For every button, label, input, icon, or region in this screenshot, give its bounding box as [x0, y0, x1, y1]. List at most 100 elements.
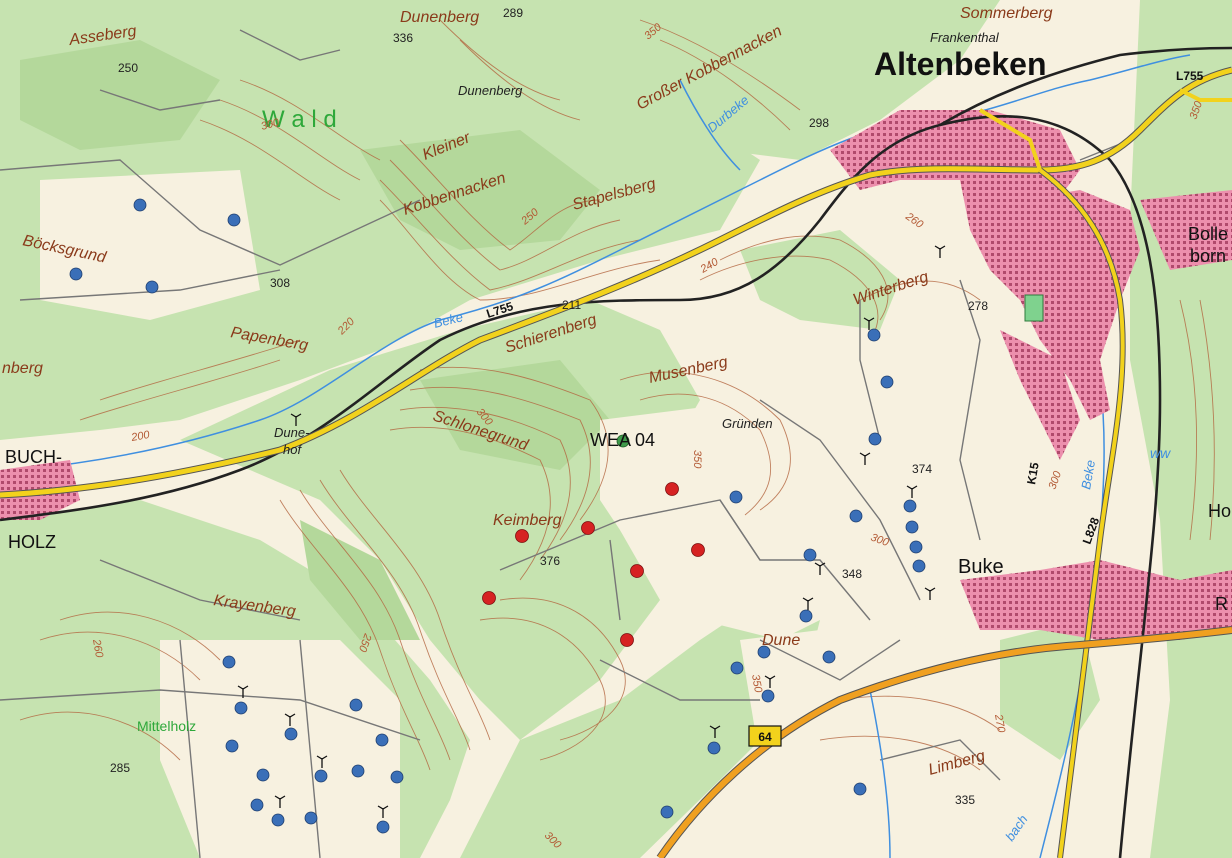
elevation-211: 211: [562, 298, 581, 312]
turbine-existing[interactable]: [707, 741, 721, 755]
turbine-existing[interactable]: [133, 198, 147, 212]
turbines-planned: [482, 482, 705, 647]
road-shield-b64: 64: [748, 725, 782, 747]
contour-label-260-b: 260: [90, 637, 105, 659]
turbine-existing[interactable]: [849, 509, 863, 523]
label-dune-hof-1: Dune-: [274, 425, 310, 440]
turbine-planned[interactable]: [665, 482, 679, 496]
turbine-existing[interactable]: [761, 689, 775, 703]
turbine-existing[interactable]: [284, 727, 298, 741]
turbine-existing[interactable]: [69, 267, 83, 281]
turbine-existing[interactable]: [757, 645, 771, 659]
turbine-existing[interactable]: [799, 609, 813, 623]
turbine-existing[interactable]: [730, 661, 744, 675]
turbine-existing[interactable]: [376, 820, 390, 834]
motorway: [656, 626, 1232, 858]
open-fields: [40, 170, 1000, 858]
turbine-existing[interactable]: [822, 650, 836, 664]
elevation-308: 308: [270, 276, 290, 290]
turbine-existing[interactable]: [271, 813, 285, 827]
contour-label-200: 200: [129, 429, 151, 444]
turbine-existing[interactable]: [880, 375, 894, 389]
contour-label-350-c: 350: [749, 673, 764, 694]
field-paths: [0, 29, 1131, 858]
elevation-250: 250: [118, 61, 138, 75]
turbine-planned[interactable]: [620, 633, 634, 647]
turbine-existing[interactable]: [867, 328, 881, 342]
main-roads: [0, 66, 1232, 858]
contour-label-270: 270: [992, 712, 1007, 734]
turbine-planned[interactable]: [630, 564, 644, 578]
turbine-existing[interactable]: [314, 769, 328, 783]
turbine-symbols: [237, 245, 946, 818]
turbine-planned[interactable]: [581, 521, 595, 535]
road-label-k15: K15: [1024, 461, 1042, 485]
label-bolle: Bolle: [1188, 224, 1228, 244]
turbine-planned[interactable]: [691, 543, 705, 557]
turbine-existing[interactable]: [868, 432, 882, 446]
turbine-existing[interactable]: [222, 655, 236, 669]
town-label-altenbeken: Altenbeken: [874, 46, 1046, 82]
label-born: born: [1190, 246, 1226, 266]
turbine-existing[interactable]: [256, 768, 270, 782]
label-dunenberg-top: Dunenberg: [400, 9, 479, 26]
label-wea-04: WEA 04: [590, 430, 655, 450]
turbine-existing[interactable]: [909, 540, 923, 554]
turbine-existing[interactable]: [905, 520, 919, 534]
label-ho-edge: Ho: [1208, 501, 1231, 521]
turbine-existing[interactable]: [912, 559, 926, 573]
turbine-existing[interactable]: [803, 548, 817, 562]
elevation-335: 335: [955, 793, 975, 807]
turbine-existing[interactable]: [390, 770, 404, 784]
elevation-298: 298: [809, 116, 829, 130]
label-frankenthal: Frankenthal: [930, 30, 1000, 45]
label-wald: W a l d: [262, 106, 337, 133]
elevation-285: 285: [110, 761, 130, 775]
label-dune-hof-2: hof: [283, 442, 302, 457]
contour-lines: [19, 19, 1215, 771]
label-buke: Buke: [958, 556, 1004, 578]
turbines-existing: [69, 198, 926, 834]
turbine-planned[interactable]: [482, 591, 496, 605]
turbine-existing[interactable]: [729, 490, 743, 504]
turbine-existing[interactable]: [349, 698, 363, 712]
road-label-l755-east: L755: [1176, 69, 1204, 83]
turbine-planned[interactable]: [515, 529, 529, 543]
label-holz: HOLZ: [8, 532, 56, 552]
label-sommerberg: Sommerberg: [960, 5, 1053, 22]
label-beke-river-east: Beke: [1078, 459, 1098, 491]
forest-dark-areas: [20, 40, 610, 640]
label-buch: BUCH-: [5, 447, 62, 467]
elevation-376: 376: [540, 554, 560, 568]
label-mittelholz: Mittelholz: [137, 718, 196, 734]
turbine-existing[interactable]: [145, 280, 159, 294]
elevation-336: 336: [393, 31, 413, 45]
elevation-348: 348: [842, 567, 862, 581]
turbine-existing[interactable]: [351, 764, 365, 778]
label-gruenden: Gründen: [722, 416, 773, 431]
elevation-278: 278: [968, 299, 988, 313]
settlements: [0, 110, 1232, 640]
turbine-existing[interactable]: [903, 499, 917, 513]
sports-field: [1024, 294, 1044, 322]
road-number-b64: 64: [758, 730, 772, 744]
turbine-existing[interactable]: [250, 798, 264, 812]
label-berg-edge: nberg: [2, 360, 43, 377]
turbine-existing[interactable]: [660, 805, 674, 819]
turbine-existing[interactable]: [234, 701, 248, 715]
turbine-existing[interactable]: [375, 733, 389, 747]
elevation-289: 289: [503, 6, 523, 20]
label-dunenberg: Dunenberg: [458, 83, 523, 98]
contour-label-350-b: 350: [691, 450, 703, 469]
turbine-existing[interactable]: [853, 782, 867, 796]
turbine-wea-04[interactable]: [616, 434, 630, 448]
label-dune: Dune: [762, 632, 800, 649]
turbine-existing[interactable]: [227, 213, 241, 227]
turbine-existing[interactable]: [225, 739, 239, 753]
turbine-existing[interactable]: [304, 811, 318, 825]
label-beke-river: Beke: [432, 309, 464, 331]
contour-label-300-a: 300: [260, 116, 282, 133]
label-keimberg: Keimberg: [493, 512, 562, 529]
